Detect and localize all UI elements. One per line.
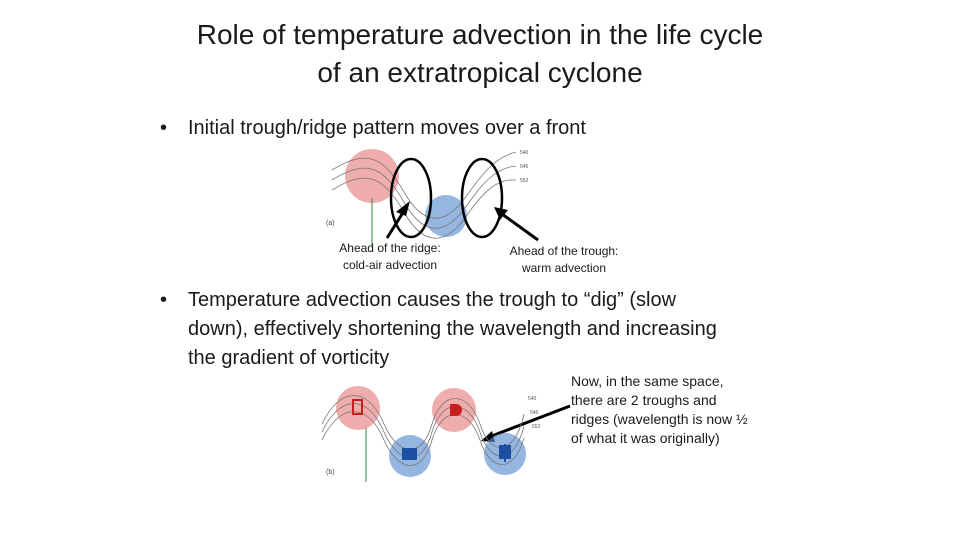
wavelength-note: Now, in the same space, there are 2 trou…: [571, 372, 791, 448]
figure-b-contour-label-2: 546: [530, 410, 539, 416]
trough-arrow-shaft: [502, 214, 538, 240]
caption-ahead-of-ridge: Ahead of the ridge: cold-air advection: [326, 240, 454, 274]
figure-b-contour-label-1: 540: [528, 396, 537, 402]
caption-ahead-of-trough: Ahead of the trough: warm advection: [495, 243, 633, 277]
wavelength-note-line-2: there are 2 troughs and: [571, 391, 791, 410]
caption-ahead-of-ridge-line-1: Ahead of the ridge:: [326, 240, 454, 257]
bullet-2-line-2: down), effectively shortening the wavele…: [188, 318, 717, 340]
figure-b-contour-label-3: 552: [532, 424, 541, 430]
bullet-2-line-1: Temperature advection causes the trough …: [188, 289, 676, 311]
ridge-arrow-head: [396, 201, 410, 216]
figure-b-cold-symbol-1: [402, 448, 417, 460]
wavelength-note-line-4: of what it was originally): [571, 429, 791, 448]
bullet-2-line-3: the gradient of vorticity: [188, 347, 389, 369]
bullet-2: • Temperature advection causes the troug…: [160, 286, 800, 373]
figure-b-trough-ridge-diagram: 540 546 552 (b): [318, 384, 550, 484]
figure-b-warm-symbol-2: [450, 404, 462, 416]
trough-highlight-oval: [462, 159, 502, 237]
caption-ahead-of-ridge-line-2: cold-air advection: [326, 257, 454, 274]
bullet-2-text: Temperature advection causes the trough …: [160, 286, 800, 373]
bullet-2-marker: •: [160, 286, 167, 315]
wavelength-note-line-1: Now, in the same space,: [571, 372, 791, 391]
caption-ahead-of-trough-line-1: Ahead of the trough:: [495, 243, 633, 260]
figure-b-warm-blob-1: [336, 386, 380, 430]
caption-ahead-of-trough-line-2: warm advection: [495, 260, 633, 277]
ridge-highlight-oval: [391, 159, 431, 237]
wavelength-note-line-3: ridges (wavelength is now ½: [571, 410, 791, 429]
figure-b-panel-label: (b): [326, 469, 335, 476]
